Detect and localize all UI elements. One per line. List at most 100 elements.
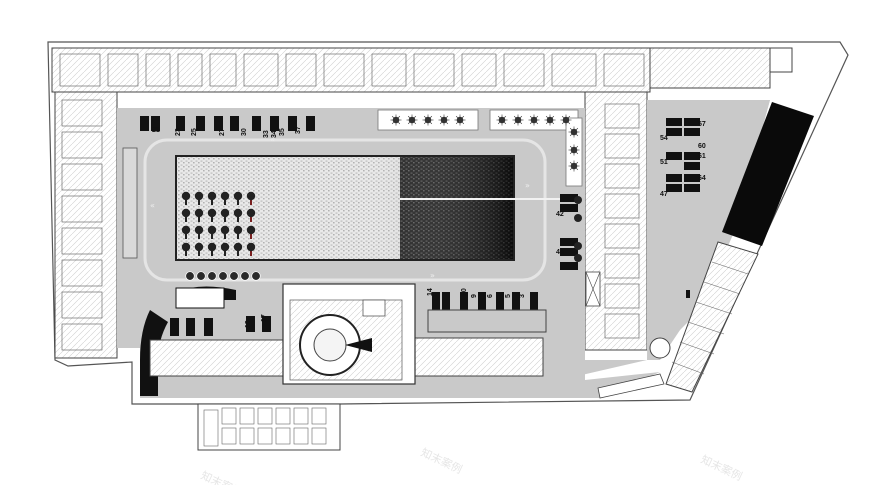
planter-tree xyxy=(454,114,466,126)
row-tree xyxy=(196,271,206,281)
planter-tree-ray xyxy=(569,145,575,151)
planter-tree-ray xyxy=(455,119,461,125)
watermark-text: 知末案例 xyxy=(199,468,245,485)
plaza-tree xyxy=(207,242,217,256)
planter-tree-ray xyxy=(549,115,555,121)
east-parking-ground xyxy=(647,100,770,350)
planter-tree-ray xyxy=(573,145,579,151)
plaza-tree xyxy=(194,225,204,239)
tree-canopy xyxy=(181,208,191,218)
planter-tree-ray xyxy=(517,119,523,125)
planter-tree xyxy=(568,144,580,156)
parking-label-34: 34 xyxy=(271,130,278,138)
parked-car xyxy=(560,204,578,212)
tree-canopy xyxy=(181,191,191,201)
planter-tree-ray xyxy=(423,115,429,121)
planter-tree-ray xyxy=(569,127,575,133)
parking-label-19: 19 xyxy=(245,320,252,328)
parking-label-21: 21 xyxy=(152,127,160,134)
tree-canopy xyxy=(233,208,243,218)
parked-car xyxy=(262,316,271,332)
tree-canopy xyxy=(246,191,256,201)
plaza-tree xyxy=(207,191,217,205)
tree-canopy xyxy=(220,208,230,218)
parked-car xyxy=(252,116,261,131)
tree-canopy xyxy=(246,208,256,218)
planter-tree-ray xyxy=(501,119,507,125)
east-diagonal-rooms xyxy=(671,261,749,375)
parked-car xyxy=(666,152,682,160)
tree-canopy xyxy=(207,242,217,252)
parked-car xyxy=(478,292,486,310)
planter-tree-ray xyxy=(459,115,465,121)
tree-canopy xyxy=(220,191,230,201)
svg-text:«: « xyxy=(150,201,155,210)
planter-tree-ray xyxy=(439,115,445,121)
tree-rows xyxy=(185,271,261,281)
plaza-tree xyxy=(220,191,230,205)
parking-label-6: 6 xyxy=(487,294,494,298)
parked-car xyxy=(140,116,149,131)
planter-tree xyxy=(568,160,580,172)
planter-tree-ray xyxy=(573,127,579,133)
parking-label-30: 30 xyxy=(241,128,248,136)
plaza-tree xyxy=(181,225,191,239)
planter-tree-ray xyxy=(395,119,401,125)
tree-canopy xyxy=(220,225,230,235)
tree-canopy xyxy=(181,242,191,252)
planter-tree xyxy=(560,114,572,126)
south-east-stair xyxy=(597,373,665,399)
plaza-tree xyxy=(233,208,243,222)
parked-car xyxy=(432,292,440,310)
west-wing-rooms xyxy=(61,99,103,351)
planter-tree-ray xyxy=(427,115,433,121)
parked-car xyxy=(684,184,700,192)
parking-label-35: 35 xyxy=(279,128,286,136)
parked-car xyxy=(196,116,205,131)
parking-label-51: 51 xyxy=(660,159,668,166)
north-wing-rooms xyxy=(59,53,645,87)
central-plaza-fade xyxy=(177,157,513,259)
planter-tree xyxy=(406,114,418,126)
south-annex xyxy=(197,403,341,451)
planter-tree xyxy=(512,114,524,126)
parked-car xyxy=(246,316,255,332)
plaza-tree xyxy=(220,242,230,256)
north-east-building xyxy=(649,47,771,89)
parked-car xyxy=(442,292,450,310)
parked-car xyxy=(230,116,239,131)
east-wing-courtyard-1-cross-b xyxy=(585,271,601,307)
parked-car xyxy=(270,116,279,131)
planter-tree-ray xyxy=(573,149,579,155)
parking-label-14: 14 xyxy=(427,288,434,296)
parked-car xyxy=(176,116,185,131)
east-wing-rooms xyxy=(604,103,640,339)
south-annex-rooms xyxy=(203,407,327,447)
parked-car xyxy=(684,174,700,182)
tree-canopy xyxy=(220,242,230,252)
planter-tree-ray xyxy=(407,115,413,121)
plaza-tree xyxy=(220,225,230,239)
tree-canopy xyxy=(194,208,204,218)
parked-car xyxy=(151,116,160,131)
planter-tree-ray xyxy=(443,119,449,125)
ring-road xyxy=(143,138,547,282)
east-stair-round xyxy=(649,337,671,359)
plaza-tree xyxy=(181,208,191,222)
plaza-tree xyxy=(194,242,204,256)
planter-tree-ray xyxy=(497,119,503,125)
planter-trees xyxy=(390,114,580,172)
parked-car xyxy=(186,318,195,336)
plaza-tree xyxy=(194,191,204,205)
svg-text:«: « xyxy=(270,135,275,144)
planter-tree-ray xyxy=(411,119,417,125)
south-parking-bay xyxy=(427,309,547,333)
planter-tree-ray xyxy=(573,165,579,171)
svg-text:»: » xyxy=(525,181,530,190)
planter-tree xyxy=(390,114,402,126)
parking-label-37: 37 xyxy=(295,126,302,134)
parking-label-33: 33 xyxy=(263,130,270,138)
planter-tree-ray xyxy=(391,115,397,121)
planter-tree-ray xyxy=(501,115,507,121)
planter-tree xyxy=(496,114,508,126)
